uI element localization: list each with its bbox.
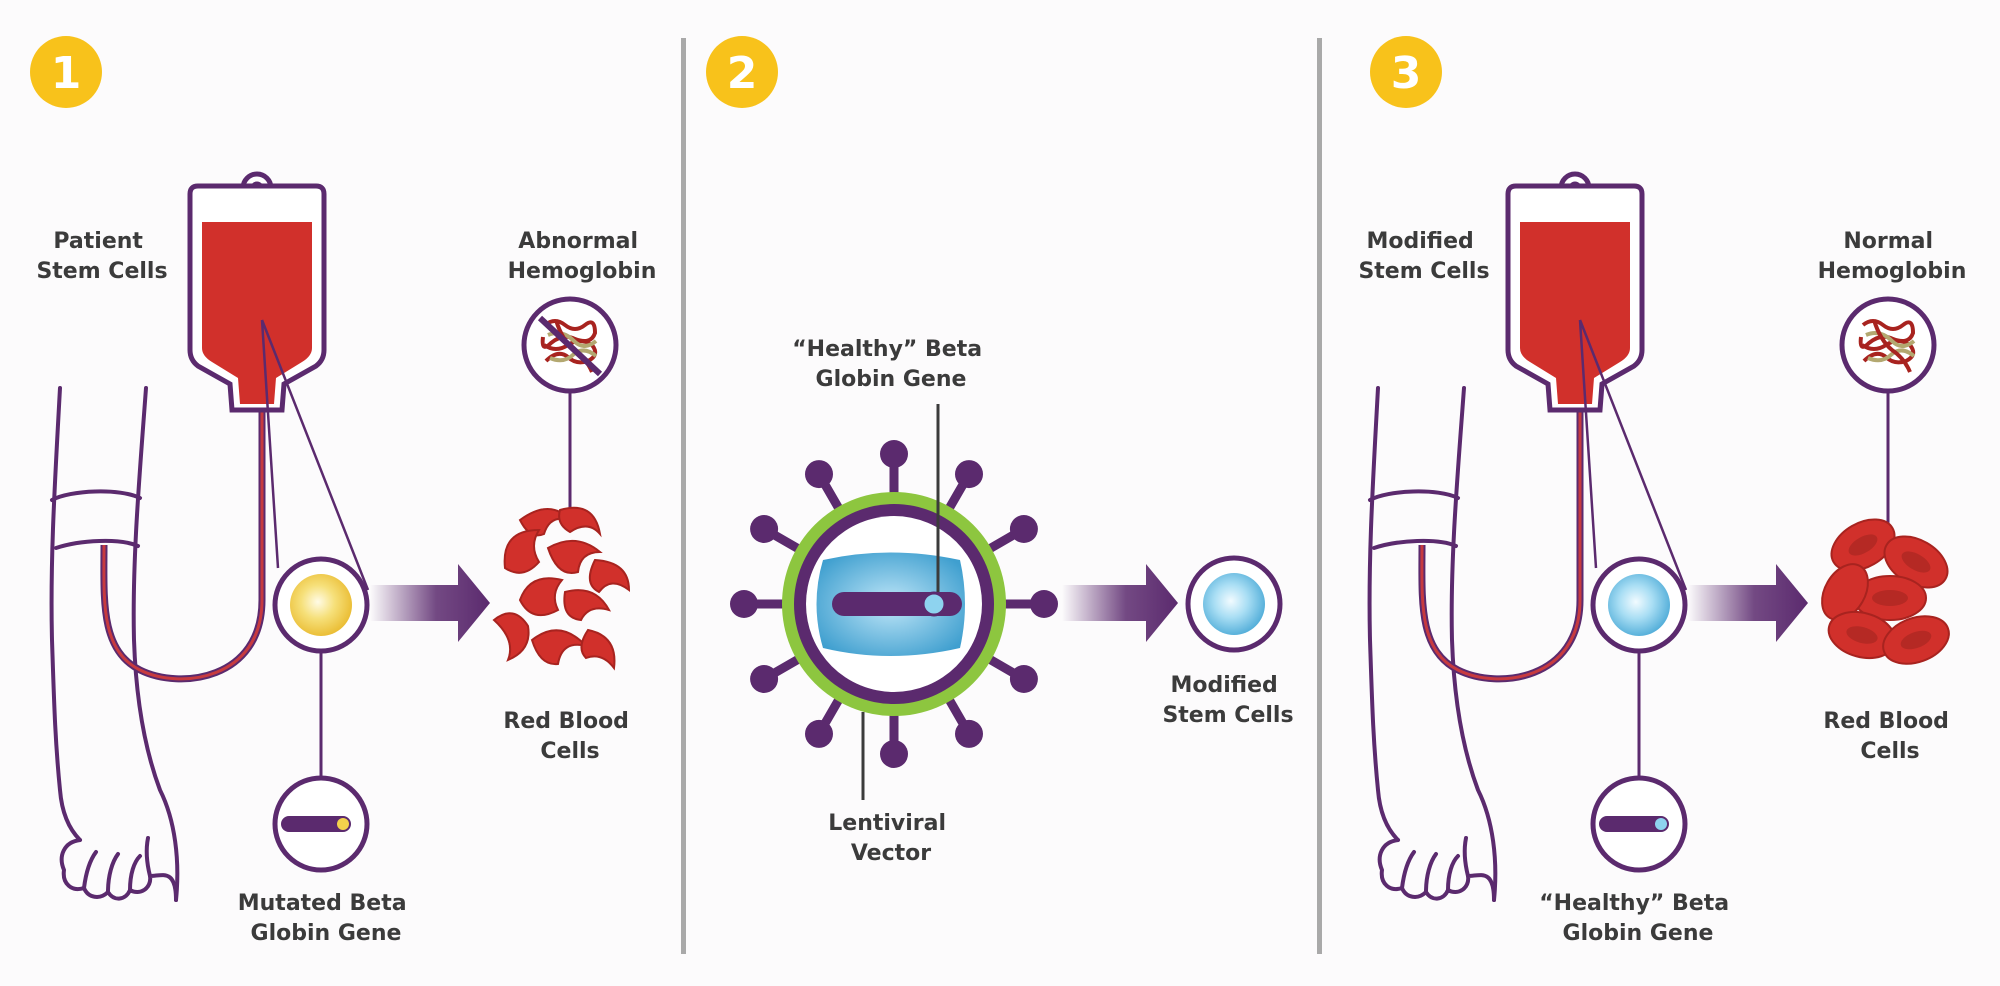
vector-spike-knob	[880, 740, 908, 768]
label-lentiviral-vector-1: Lentiviral	[828, 811, 946, 836]
arrow-icon	[1688, 564, 1808, 642]
label-healthy-gene-1: “Healthy” Beta	[792, 337, 982, 362]
vector-spike-knob	[750, 665, 779, 693]
svg-text:Red Blood Cells: Red Blood Cells	[503, 709, 636, 764]
chromosome-icon	[1590, 775, 1688, 873]
vector-spike-knob	[1030, 590, 1058, 618]
zoom-lines	[1578, 319, 1688, 591]
label-patient-stem-cells-1: Patient	[53, 229, 143, 254]
label-modified-stem-cells-2: Stem Cells	[1162, 703, 1293, 728]
blood-bag-icon	[187, 171, 327, 413]
vector-spike-knob	[750, 515, 779, 543]
arm-icon	[1367, 386, 1498, 902]
normal-hemoglobin-icon	[1839, 296, 1937, 394]
vector-spike-knob	[955, 460, 983, 489]
vector-spike-knob	[805, 460, 833, 489]
label-lentiviral-vector-2: Vector	[851, 841, 931, 866]
vector-spike-knob	[805, 719, 833, 748]
label-mutated-gene-2: Globin Gene	[251, 921, 402, 946]
chromosome-icon	[272, 775, 370, 873]
label-modified-stem-cells-1: Modified	[1171, 673, 1278, 698]
label-modified-stem-cells-2: Stem Cells	[1358, 259, 1489, 284]
svg-text:Mutated Beta Globin Gene: Mutated Beta Globin Gene	[238, 891, 415, 946]
vector-spike-knob	[1009, 665, 1038, 693]
svg-text:Modified Stem Cells: Modified Stem Cells	[1358, 229, 1489, 284]
label-healthy-gene-2: Globin Gene	[1563, 921, 1714, 946]
vector-spike-knob	[880, 440, 908, 468]
svg-text:Red Blood Cells: Red Blood Cells	[1823, 709, 1956, 764]
label-modified-stem-cells-1: Modified	[1367, 229, 1474, 254]
abnormal-hemoglobin-icon	[521, 296, 619, 394]
panel-2: 2 “Healthy” Beta Globin Gene Lentiv	[706, 36, 1294, 866]
label-patient-stem-cells-2: Stem Cells	[36, 259, 167, 284]
blood-bag-icon	[1505, 171, 1645, 413]
label-red-blood-cells-2: Cells	[540, 739, 599, 764]
divider-1	[681, 38, 686, 954]
svg-text:Patient Stem Cells: Patient Stem Cells	[36, 229, 167, 284]
label-red-blood-cells-1: Red Blood	[503, 709, 629, 734]
label-mutated-gene-1: Mutated Beta	[238, 891, 407, 916]
sickle-cell-icon	[492, 506, 631, 671]
iv-tube	[100, 400, 266, 683]
stem-cell-icon	[1590, 556, 1688, 654]
label-normal-hemoglobin-1: Normal	[1843, 229, 1933, 254]
label-normal-hemoglobin-2: Hemoglobin	[1818, 259, 1967, 284]
label-abnormal-hemoglobin-1: Abnormal	[518, 229, 638, 254]
panel-3: 3	[1358, 36, 1966, 946]
step-number-2: 2	[727, 48, 758, 99]
arrow-icon	[1062, 564, 1178, 642]
svg-text:Modified Stem Cells: Modified Stem Cells	[1162, 673, 1293, 728]
stem-cell-icon	[272, 556, 370, 654]
arm-icon	[49, 386, 180, 902]
chromosome-icon	[832, 591, 962, 617]
svg-text:“Healthy” Beta Globin Ge: “Healthy” Beta Globin Gene	[792, 337, 990, 392]
step-badge-2: 2	[706, 36, 778, 108]
step-number-3: 3	[1391, 48, 1422, 99]
label-healthy-gene-1: “Healthy” Beta	[1539, 891, 1729, 916]
panel-1: 1	[30, 36, 656, 946]
vector-spike-knob	[730, 590, 758, 618]
step-badge-1: 1	[30, 36, 102, 108]
label-red-blood-cells-2: Cells	[1860, 739, 1919, 764]
svg-text:Normal Hemoglobin: Normal Hemoglobin	[1818, 229, 1967, 284]
vector-spike-knob	[1009, 515, 1038, 543]
iv-tube	[1418, 400, 1584, 683]
label-red-blood-cells-1: Red Blood	[1823, 709, 1949, 734]
arrow-icon	[370, 564, 490, 642]
stem-cell-icon	[1185, 555, 1283, 653]
vector-spike-knob	[955, 719, 983, 748]
step-number-1: 1	[51, 48, 82, 99]
svg-text:Lentiviral Vector: Lentiviral Vector	[828, 811, 953, 866]
red-blood-cell-icon	[1821, 518, 1950, 665]
svg-text:Abnormal Hemoglobin: Abnormal Hemoglobin	[508, 229, 657, 284]
divider-2	[1317, 38, 1322, 954]
label-healthy-gene-2: Globin Gene	[816, 367, 967, 392]
svg-text:“Healthy” Beta Globin Ge: “Healthy” Beta Globin Gene	[1539, 891, 1737, 946]
step-badge-3: 3	[1370, 36, 1442, 108]
label-abnormal-hemoglobin-2: Hemoglobin	[508, 259, 657, 284]
zoom-lines	[260, 319, 370, 591]
